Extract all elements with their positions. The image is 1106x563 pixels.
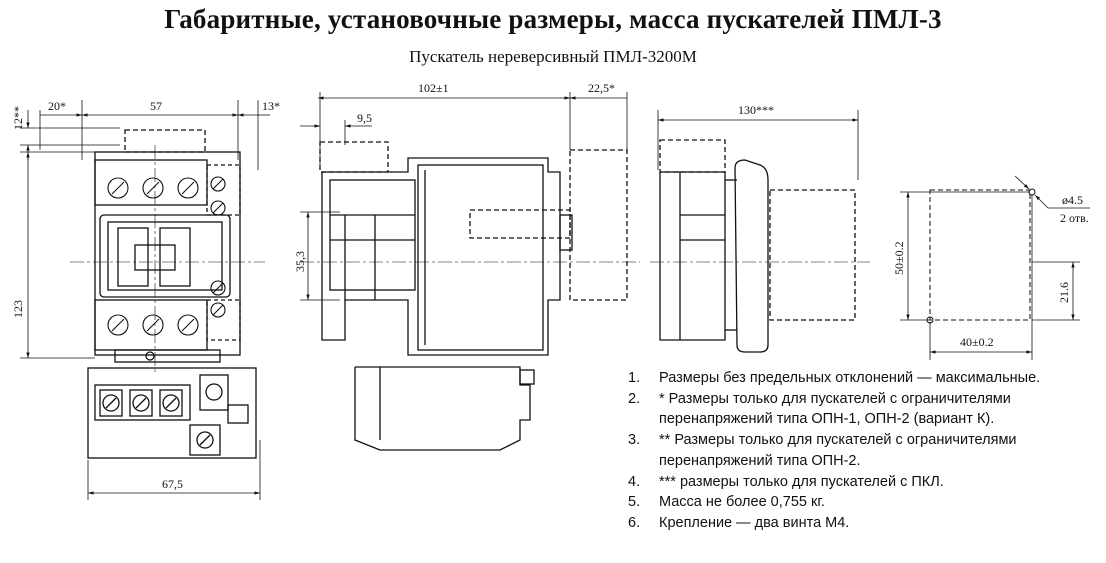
note-number: 2. [628, 390, 641, 407]
mount-view-dims: ø4.5 2 отв. 50±0.2 21.6 40±0.2 [892, 193, 1089, 349]
note-item: 5. Масса не более 0,755 кг. [628, 492, 1098, 513]
dim-front-left-offset: 20* [48, 99, 66, 113]
dim-hole-count: 2 отв. [1060, 211, 1089, 225]
side-view-dims: 102±1 22,5* 9,5 35,3 [293, 81, 615, 272]
front-view [20, 100, 270, 500]
front-view-dims: 20* 57 13* 12** 123 67,5 [11, 99, 280, 491]
note-number: 4. [628, 473, 641, 490]
mount-view [900, 175, 1090, 360]
note-text: Масса не более 0,755 кг. [659, 494, 825, 511]
note-number: 6. [628, 514, 641, 531]
note-number: 5. [628, 494, 641, 511]
dim-mount-vertical: 50±0.2 [892, 241, 906, 275]
dim-front-bottom-width: 67,5 [162, 477, 183, 491]
note-text: *** размеры только для пускателей с ПКЛ. [659, 473, 944, 490]
note-item: 6. Крепление — два винта М4. [628, 513, 1098, 534]
page-title: Габаритные, установочные размеры, масса … [164, 4, 942, 34]
page-subtitle: Пускатель нереверсивный ПМЛ-3200М [409, 47, 697, 66]
note-item: 3. ** Размеры только для пускателей с ог… [628, 430, 1098, 471]
dim-front-width: 57 [150, 99, 162, 113]
dim-front-top: 12** [11, 106, 25, 130]
dim-mount-horizontal: 40±0.2 [960, 335, 994, 349]
note-text: ** Размеры только для пускателей с огран… [659, 432, 1017, 469]
dim-side-depth: 102±1 [418, 81, 449, 95]
note-text: Крепление — два винта М4. [659, 514, 850, 531]
note-number: 3. [628, 432, 641, 449]
dim-mount-vertical-small: 21.6 [1057, 282, 1071, 303]
note-number: 1. [628, 370, 641, 386]
note-text: Размеры без предельных отклонений — макс… [659, 370, 1041, 386]
side-view [300, 92, 640, 451]
note-item: 1. Размеры без предельных отклонений — м… [628, 368, 1098, 389]
dim-front-right-offset: 13* [262, 99, 280, 113]
pkl-view-dims: 130*** [738, 103, 774, 117]
note-text: * Размеры только для пускателей с ограни… [659, 390, 1011, 428]
notes-list: 1. Размеры без предельных отклонений — м… [628, 368, 1098, 534]
note-item: 2. * Размеры только для пускателей с огр… [628, 389, 1098, 430]
dim-front-height: 123 [11, 300, 25, 318]
dim-side-extra: 22,5* [588, 81, 615, 95]
dim-hole-diameter: ø4.5 [1062, 193, 1083, 207]
note-item: 4. *** размеры только для пускателей с П… [628, 472, 1098, 493]
dim-pkl-depth: 130*** [738, 103, 774, 117]
pkl-view [650, 110, 870, 353]
dim-side-offset: 9,5 [357, 111, 372, 125]
dim-side-rail: 35,3 [293, 251, 307, 272]
